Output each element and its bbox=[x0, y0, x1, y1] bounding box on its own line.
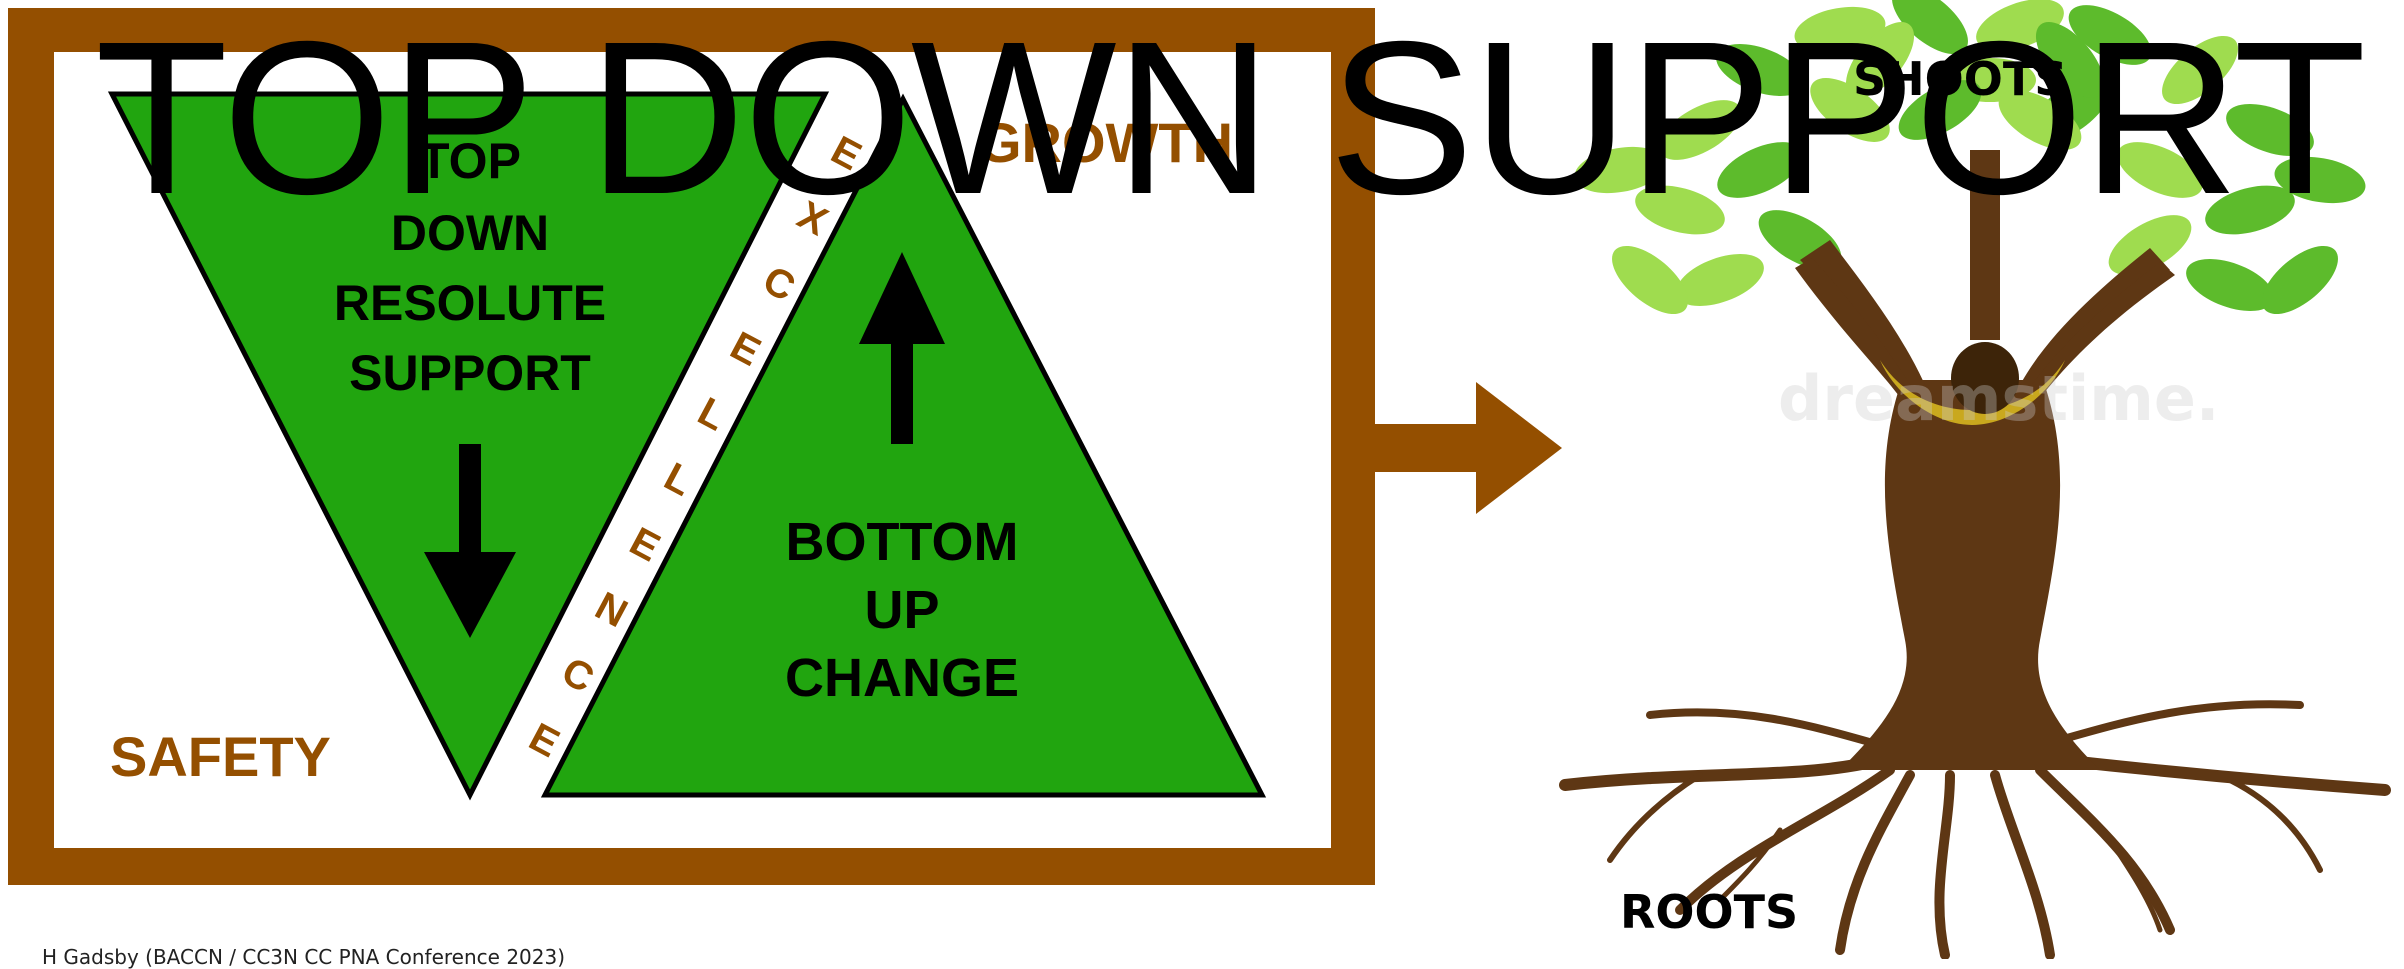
root-branch bbox=[1939, 775, 1950, 955]
bottom-up-line-2: UP bbox=[864, 580, 939, 640]
safety-label: SAFETY bbox=[110, 725, 331, 788]
root-branch bbox=[1610, 775, 1700, 860]
root-branch bbox=[2110, 840, 2160, 930]
top-down-line-4: SUPPORT bbox=[349, 345, 591, 401]
bottom-up-line-3: CHANGE bbox=[785, 648, 1019, 708]
arrow-right-icon bbox=[1374, 382, 1562, 514]
watermark-text: dreamstime. bbox=[1778, 362, 2219, 435]
credit-text: H Gadsby (BACCN / CC3N CC PNA Conference… bbox=[42, 945, 565, 969]
root-branch bbox=[2060, 704, 2300, 740]
root-branch bbox=[1995, 775, 2050, 955]
page-title: TOP DOWN SUPPORT bbox=[95, 10, 2364, 228]
top-down-line-3: RESOLUTE bbox=[334, 275, 606, 331]
leaf-shape bbox=[2251, 234, 2350, 327]
bottom-up-line-1: BOTTOM bbox=[786, 512, 1019, 572]
roots-label: ROOTS bbox=[1620, 885, 1798, 939]
leaf-shape bbox=[2179, 249, 2281, 322]
tree-trunk bbox=[1840, 380, 2100, 770]
root-branch bbox=[1565, 760, 1880, 785]
root-branch bbox=[1650, 712, 1880, 745]
root-branch bbox=[2060, 760, 2385, 790]
root-branch bbox=[2230, 780, 2320, 870]
